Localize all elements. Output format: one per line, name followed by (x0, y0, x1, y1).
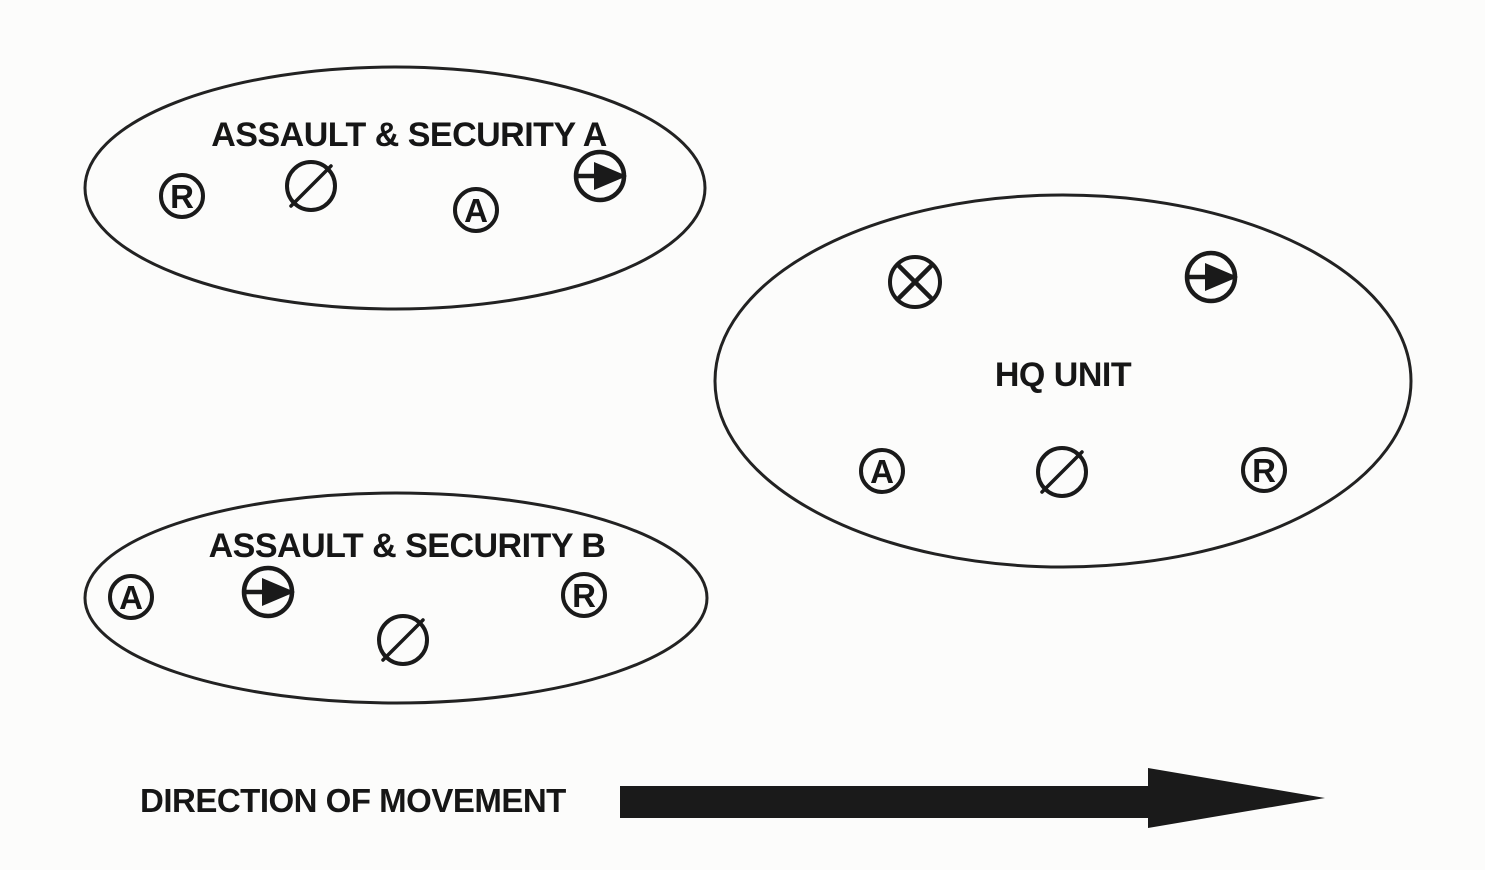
circled-a-symbol: A (859, 448, 905, 494)
direction-of-movement: DIRECTION OF MOVEMENT (140, 768, 1325, 828)
advance-arrow-symbol (573, 149, 627, 203)
symbol-letter-r: R (1252, 452, 1276, 489)
symbol-letter-a: A (870, 453, 894, 490)
assault-security-a-label: ASSAULT & SECURITY A (211, 116, 607, 154)
circled-a-symbol: A (108, 574, 154, 620)
assault-security-a-boundary-ellipse (83, 65, 707, 311)
slash-circle-symbol (377, 614, 429, 666)
hq-unit-boundary-ellipse (713, 193, 1413, 569)
slash-circle-symbol (285, 160, 337, 212)
circled-r-symbol: R (159, 173, 205, 219)
movement-arrow (620, 768, 1325, 828)
group-assault-security-b: ASSAULT & SECURITY B A R (83, 491, 709, 705)
symbol-letter-r: R (170, 178, 194, 215)
circled-r-symbol: R (561, 572, 607, 618)
crossed-circle-symbol (888, 255, 942, 309)
group-assault-security-a: ASSAULT & SECURITY A R A (83, 65, 707, 311)
advance-arrow-symbol (1184, 250, 1238, 304)
assault-security-b-boundary-ellipse (83, 491, 709, 705)
symbol-letter-r: R (572, 577, 596, 614)
symbol-letter-a: A (119, 579, 143, 616)
circled-r-symbol: R (1241, 447, 1287, 493)
movement-label: DIRECTION OF MOVEMENT (140, 782, 566, 819)
symbol-letter-a: A (464, 192, 488, 229)
group-hq-unit: HQ UNIT A R (713, 193, 1413, 569)
circled-a-symbol: A (453, 187, 499, 233)
advance-arrow-symbol (241, 565, 295, 619)
hq-unit-label: HQ UNIT (995, 356, 1132, 394)
slash-circle-symbol (1036, 446, 1088, 498)
assault-security-b-label: ASSAULT & SECURITY B (209, 527, 606, 565)
